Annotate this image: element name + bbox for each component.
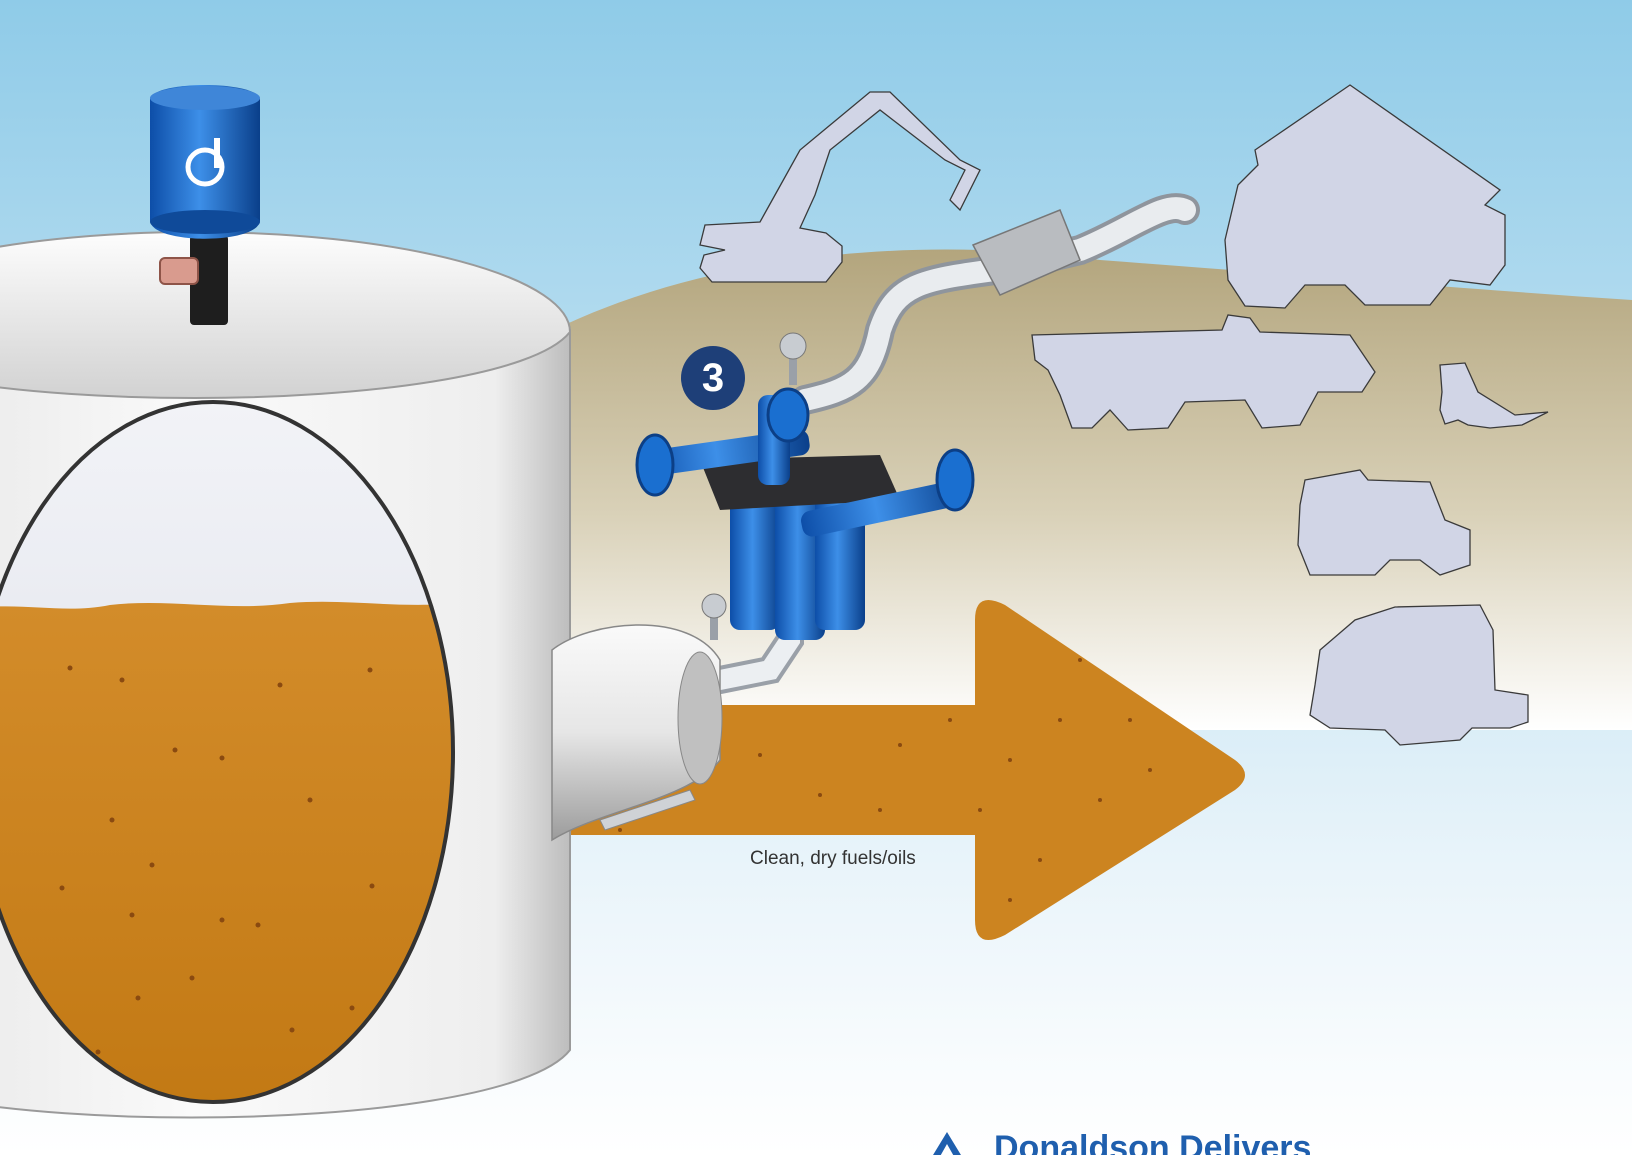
step-number-badge: 3: [681, 346, 745, 410]
flow-label: Clean, dry fuels/oils: [750, 848, 916, 870]
brand-text: Donaldson Delivers: [994, 1130, 1311, 1155]
brand-logo-icon: [928, 1130, 966, 1155]
footer-brand: Donaldson Delivers: [928, 1130, 1311, 1155]
